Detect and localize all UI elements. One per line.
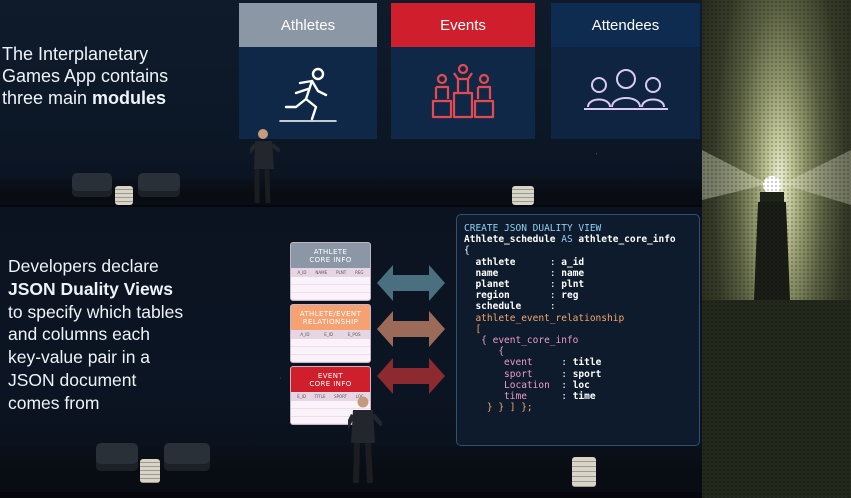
code-key: time bbox=[504, 391, 527, 403]
code-key: region bbox=[475, 290, 510, 302]
armchair bbox=[138, 173, 180, 197]
duality-line: JSON document bbox=[8, 369, 137, 390]
code-value: sport bbox=[572, 368, 602, 380]
side-table bbox=[115, 186, 133, 205]
side-table bbox=[512, 186, 534, 205]
column-header: E_POS bbox=[347, 332, 361, 337]
duality-line: and columns each bbox=[8, 324, 151, 345]
column-header: TITLE bbox=[314, 394, 326, 399]
code-value: reg bbox=[561, 290, 579, 302]
module-attendees: Attendees bbox=[551, 3, 700, 139]
code-key: athlete bbox=[475, 256, 516, 268]
column-header: REG bbox=[355, 270, 364, 275]
column-header: A_ID bbox=[300, 332, 310, 337]
module-attendees-label: Attendees bbox=[551, 3, 700, 47]
duality-line: comes from bbox=[8, 392, 100, 413]
table-columns: E_ID TITLE SPORT LOC bbox=[291, 392, 370, 401]
code-value: loc bbox=[572, 379, 590, 391]
json-duality-view-code: CREATE JSON DUALITY VIEW Athlete_schedul… bbox=[456, 214, 700, 446]
code-brace: { bbox=[498, 346, 505, 358]
relationship-arrow bbox=[377, 311, 445, 347]
column-header: LOC bbox=[355, 394, 364, 399]
audience-icon bbox=[551, 67, 700, 111]
module-athletes-label: Athletes bbox=[239, 3, 377, 47]
intro-line: Games App contains bbox=[2, 66, 169, 86]
duality-line: key-value pair in a bbox=[8, 347, 151, 368]
module-events-label: Events bbox=[391, 3, 535, 47]
code-line: CREATE JSON DUALITY VIEW bbox=[464, 223, 602, 234]
armchair bbox=[96, 443, 138, 471]
code-key: schedule bbox=[475, 301, 522, 313]
intro-line: three main modules bbox=[2, 88, 167, 108]
code-key: planet bbox=[475, 279, 510, 291]
source-table: athlete_core_info bbox=[578, 234, 676, 246]
intro-text: The Interplanetary Games App contains th… bbox=[2, 43, 168, 109]
side-table bbox=[140, 459, 160, 483]
podium-icon bbox=[391, 63, 535, 119]
code-value: time bbox=[572, 391, 596, 403]
lighthouse-photo bbox=[702, 0, 851, 498]
athlete-core-arrow bbox=[377, 265, 445, 301]
table-columns: A_ID NAME PLNT REG bbox=[291, 268, 370, 277]
event-table: { event_core_info bbox=[481, 335, 579, 347]
code-key: Location bbox=[504, 379, 550, 391]
code-key: event bbox=[504, 357, 533, 369]
column-header: NAME bbox=[315, 270, 328, 275]
speaker-on-stage bbox=[245, 127, 282, 205]
event-core-arrow bbox=[377, 358, 445, 394]
relationship-table: athlete_event_relationship bbox=[475, 312, 625, 324]
code-value: plnt bbox=[561, 279, 585, 291]
duality-line: Developers declare bbox=[8, 256, 159, 276]
column-header: E_ID bbox=[297, 394, 307, 399]
armchair bbox=[72, 173, 112, 197]
code-value: title bbox=[572, 357, 602, 369]
intro-bold-word: modules bbox=[92, 88, 167, 108]
code-closing: } } ] }; bbox=[486, 402, 533, 414]
code-key: name bbox=[475, 267, 499, 279]
code-keyword: AS bbox=[555, 234, 579, 246]
column-header: A_ID bbox=[297, 270, 307, 275]
code-key: sport bbox=[504, 368, 533, 380]
view-name: Athlete_schedule bbox=[464, 234, 556, 246]
speaker-on-stage bbox=[343, 395, 384, 491]
intro-line: The Interplanetary bbox=[2, 44, 149, 64]
table-columns: A_ID E_ID E_POS bbox=[291, 330, 370, 339]
code-bracket: [ bbox=[475, 323, 482, 335]
code-brace: { bbox=[464, 245, 470, 257]
module-athletes: Athletes bbox=[239, 3, 377, 139]
code-value: a_id bbox=[561, 256, 585, 268]
top-slide-screen: The Interplanetary Games App contains th… bbox=[0, 0, 702, 205]
column-header: E_ID bbox=[324, 332, 334, 337]
duality-line-bold: JSON Duality Views bbox=[8, 278, 174, 299]
duality-text: Developers declare JSON Duality Views to… bbox=[8, 255, 183, 415]
running-athlete-icon bbox=[239, 67, 377, 123]
module-events: Events bbox=[391, 3, 535, 139]
column-header: PLNT bbox=[336, 270, 347, 275]
duality-line: to specify which tables bbox=[8, 301, 184, 322]
column-header: SPORT bbox=[334, 394, 348, 399]
side-table bbox=[572, 457, 596, 487]
code-value: name bbox=[561, 267, 585, 279]
armchair bbox=[164, 443, 210, 471]
